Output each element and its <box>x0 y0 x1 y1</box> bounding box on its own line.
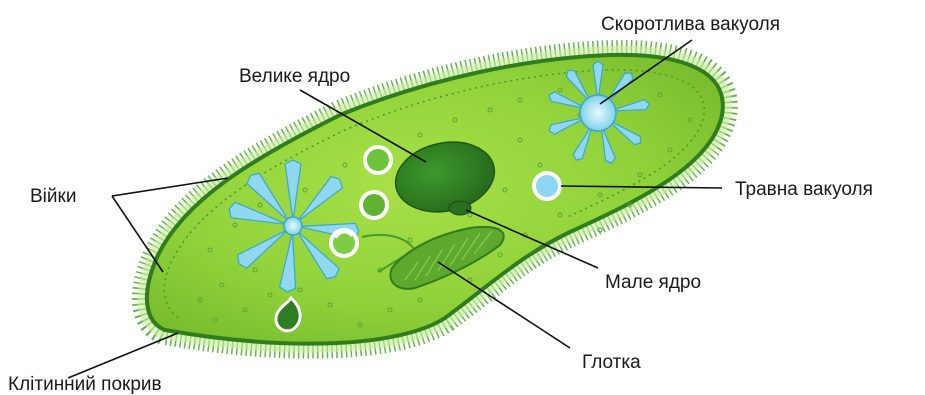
label-digestive-vacuole: Травна вакуоля <box>735 179 873 200</box>
label-cilia: Війки <box>30 186 76 207</box>
digestive-vacuole <box>331 230 357 256</box>
label-macronucleus: Велике ядро <box>239 66 350 87</box>
label-pharynx: Глотка <box>582 352 641 373</box>
label-cell-covering: Клітинний покрив <box>8 374 162 395</box>
digestive-vacuole <box>361 192 387 218</box>
label-contractile-vacuole: Скоротлива вакуоля <box>601 14 780 35</box>
digestive-vacuole <box>365 147 391 173</box>
leader-line-cilia-bottom <box>112 196 163 272</box>
micronucleus <box>449 201 471 215</box>
digestive-vacuole <box>534 173 560 199</box>
leader-line-cell-covering <box>68 333 178 378</box>
label-micronucleus: Мале ядро <box>605 272 701 293</box>
